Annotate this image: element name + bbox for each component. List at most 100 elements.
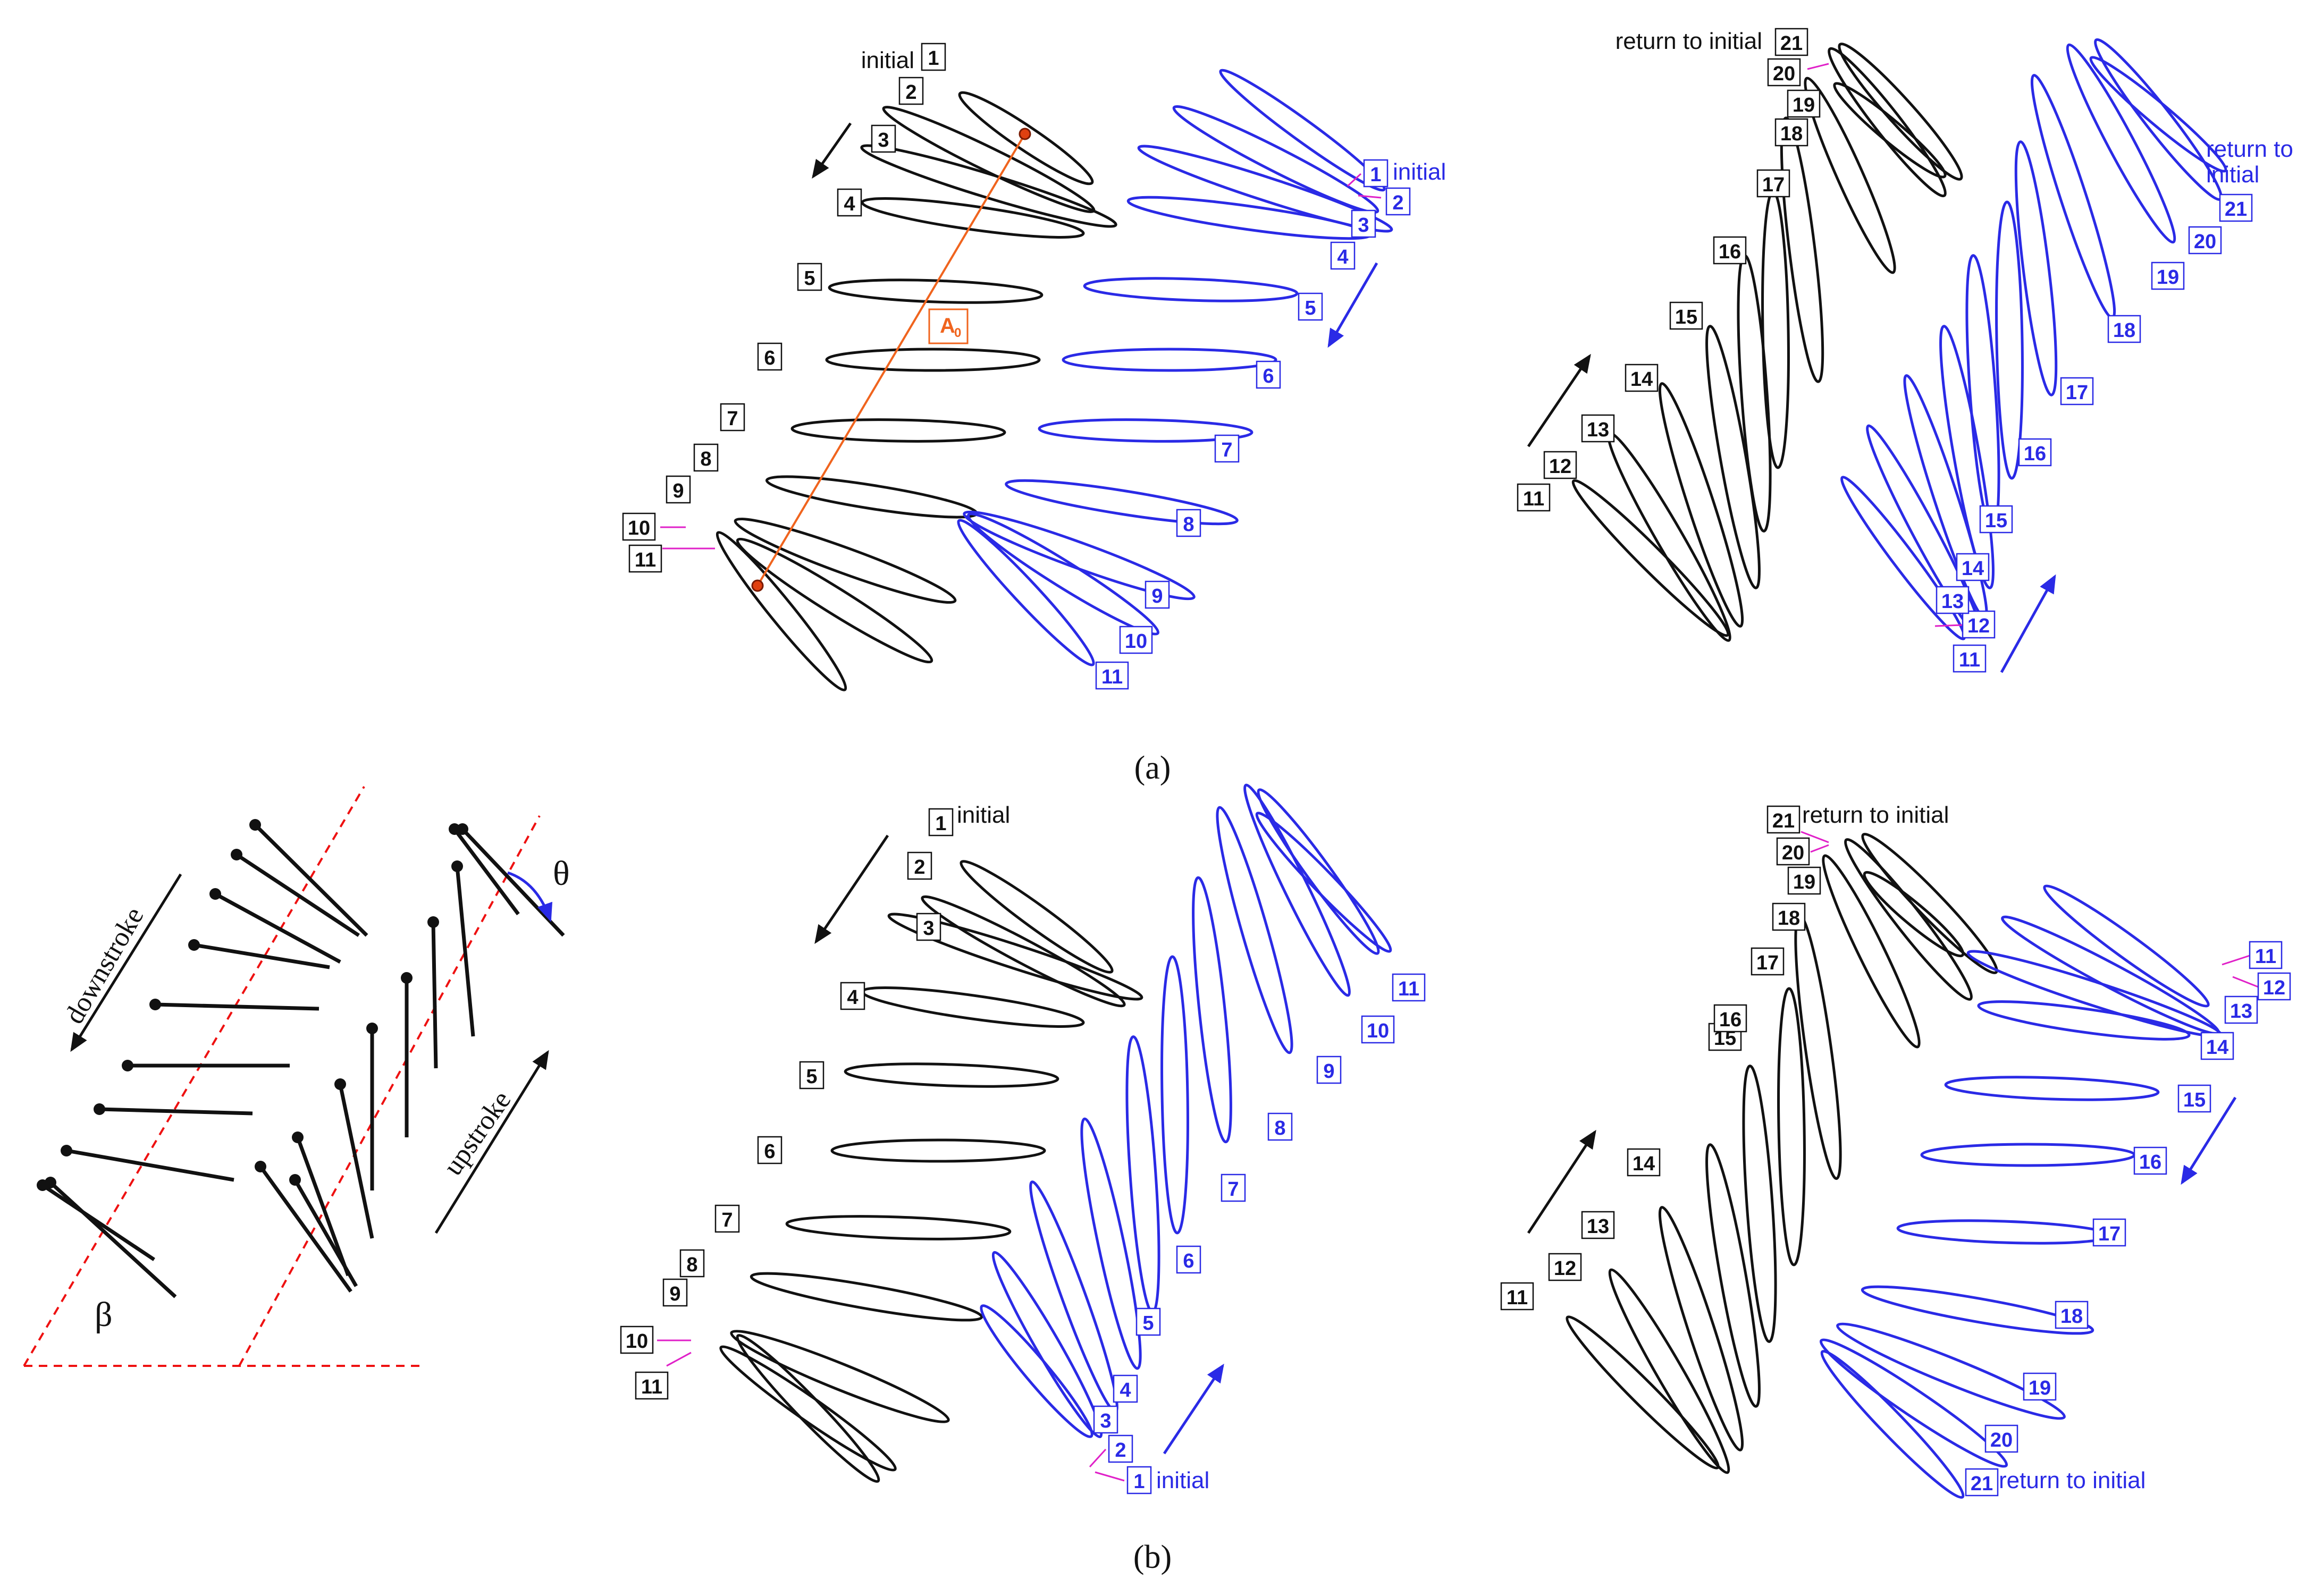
- svg-text:2: 2: [1392, 192, 1403, 214]
- b-up-front-ellipse-12: [1608, 1268, 1730, 1474]
- svg-text:3: 3: [878, 129, 889, 151]
- beta-ref-line-2: [238, 815, 541, 1366]
- b-pointer-rear-1: [1095, 1471, 1125, 1482]
- b-up-front-label-13: 13: [1581, 1211, 1615, 1239]
- b-down-front-label-11: 11: [635, 1371, 669, 1400]
- svg-text:10: 10: [626, 1330, 648, 1353]
- a-up-front-label-21: 21: [1774, 28, 1808, 56]
- b-up-rear-label-17: 17: [2092, 1218, 2126, 1247]
- svg-text:13: 13: [1941, 590, 1964, 613]
- b-up-front-ellipse-18: [1822, 854, 1921, 1049]
- downstroke-wing-1: [254, 823, 368, 937]
- b-down-rear-label-11: 11: [1392, 973, 1426, 1002]
- a0-marker-bottom: [751, 579, 764, 592]
- svg-text:19: 19: [1793, 871, 1815, 893]
- a-down-rear-ellipse-8: [1005, 479, 1239, 526]
- svg-text:6: 6: [764, 347, 775, 369]
- b-pointer-rear-2: [1089, 1448, 1107, 1468]
- upstroke-wing-hinge-4: [334, 1078, 346, 1090]
- svg-text:4: 4: [1120, 1379, 1131, 1401]
- a-down-front-ellipse-2: [882, 106, 1096, 213]
- b-return-label: return to initial: [1802, 802, 1949, 828]
- svg-text:10: 10: [1367, 1020, 1389, 1042]
- a-up-front-ellipse-11: [1571, 479, 1730, 637]
- a-up-rear-label-18: 18: [2107, 315, 2141, 343]
- a-down-rear-label-4: 4: [1330, 241, 1356, 270]
- a-down-rear-label-5: 5: [1298, 292, 1323, 321]
- upstroke-wing-1: [259, 1165, 352, 1293]
- svg-text:11: 11: [641, 1376, 662, 1398]
- a-up-front-label-13: 13: [1581, 414, 1615, 443]
- a-up-rear-label-14: 14: [1956, 553, 1990, 581]
- a-up-rear-ellipse-21: [2089, 56, 2227, 173]
- upstroke-wing-3: [296, 1136, 350, 1277]
- b-up-front-label-21: 21: [1766, 805, 1801, 834]
- a-down-front-label-2: 2: [898, 77, 924, 105]
- b-down-rear-label-2: 2: [1108, 1434, 1133, 1463]
- svg-text:15: 15: [2183, 1089, 2206, 1111]
- svg-text:11: 11: [1523, 488, 1544, 510]
- upstroke-arrow: [434, 1050, 549, 1234]
- svg-text:13: 13: [1587, 1215, 1609, 1238]
- a-up-rear-label-19: 19: [2151, 261, 2185, 290]
- svg-text:18: 18: [1778, 907, 1800, 930]
- a-down-rear-ellipse-7: [1038, 418, 1253, 443]
- b-down-front-ellipse-2: [921, 895, 1126, 1008]
- svg-text:1: 1: [1133, 1471, 1145, 1493]
- svg-text:7: 7: [721, 1209, 733, 1231]
- a-up-front-ellipse-20: [1838, 43, 1963, 181]
- b-up-front-ellipse-11: [1566, 1315, 1720, 1470]
- b-pointer-up-20: [1810, 844, 1829, 853]
- ellipse-layer: [716, 38, 2227, 1499]
- b-down-arrow-rear: [1163, 1363, 1224, 1455]
- b-down-rear-label-6: 6: [1176, 1245, 1201, 1274]
- upstroke-wing-9: [461, 827, 565, 937]
- b-down-front-label-2: 2: [907, 851, 932, 880]
- b-down-front-label-8: 8: [679, 1249, 705, 1278]
- b-up-front-ellipse-20: [1861, 832, 1998, 975]
- b-down-front-label-1: 1: [928, 808, 954, 837]
- b-up-rear-label-21: 21: [1965, 1468, 1999, 1497]
- downstroke-wing-hinge-10: [37, 1179, 48, 1191]
- b-down-rear-ellipse-6: [1160, 955, 1189, 1235]
- svg-text:5: 5: [1305, 297, 1316, 319]
- a-down-rear-ellipse-6: [1062, 348, 1277, 372]
- b-up-rear-label-16: 16: [2133, 1146, 2167, 1175]
- a-down-front-ellipse-8: [765, 475, 979, 519]
- svg-text:14: 14: [2206, 1036, 2228, 1059]
- a-down-rear-ellipse-1: [1219, 69, 1386, 192]
- b-up-rear-ellipse-16: [1920, 1143, 2136, 1167]
- svg-text:2: 2: [1115, 1439, 1126, 1462]
- caption-a: (a): [1134, 750, 1171, 786]
- a-up-rear-ellipse-19: [2066, 43, 2176, 244]
- a-initial-label: initial: [861, 47, 914, 73]
- b-down-front-label-10: 10: [620, 1325, 654, 1354]
- svg-text:6: 6: [1183, 1250, 1194, 1272]
- a-rear-return-label-1: return to: [2206, 136, 2293, 162]
- svg-text:9: 9: [669, 1283, 680, 1305]
- a-up-front-label-11: 11: [1517, 483, 1551, 512]
- b-up-front-ellipse-16: [1777, 987, 1806, 1266]
- a-down-front-label-6: 6: [757, 342, 783, 371]
- b-down-rear-label-4: 4: [1113, 1374, 1138, 1403]
- svg-text:16: 16: [1719, 241, 1741, 263]
- a-down-rear-ellipse-10: [966, 512, 1160, 636]
- a-down-front-label-5: 5: [797, 263, 822, 291]
- upstroke-wing-hinge-1: [255, 1161, 266, 1172]
- b-up-arrow-rear: [2181, 1096, 2237, 1185]
- a-up-front-label-19: 19: [1787, 89, 1821, 118]
- b-down-front-ellipse-11: [736, 1333, 880, 1483]
- b-down-front-ellipse-10: [719, 1345, 897, 1472]
- a-up-front-label-17: 17: [1756, 169, 1790, 198]
- svg-text:20: 20: [1990, 1429, 2013, 1451]
- b-down-rear-ellipse-4: [1080, 1117, 1142, 1370]
- svg-text:5: 5: [804, 267, 815, 290]
- svg-text:14: 14: [1630, 368, 1653, 391]
- upstroke-wing-hinge-10: [449, 823, 460, 835]
- svg-text:6: 6: [1263, 365, 1274, 387]
- svg-text:9: 9: [672, 480, 684, 502]
- svg-text:3: 3: [1358, 214, 1369, 237]
- b-up-front-ellipse-15: [1742, 1065, 1777, 1343]
- svg-text:6: 6: [764, 1141, 775, 1163]
